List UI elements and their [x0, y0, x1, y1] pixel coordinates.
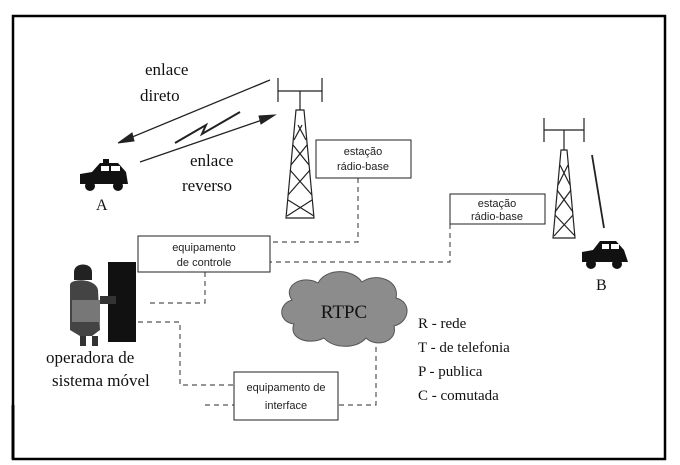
- mobile-equipment-box: [137, 235, 271, 273]
- interface-equipment-line2: interface: [265, 400, 307, 412]
- acronym-legend: R - rede T - de telefonia P - publica C …: [418, 316, 510, 404]
- legend-item-p: P - publica: [418, 364, 483, 380]
- reverse-link-label-2: reverso: [182, 176, 232, 195]
- car-b-icon: [582, 241, 628, 269]
- interface-equipment-box: [233, 371, 339, 421]
- legend-item-t: T - de telefonia: [418, 340, 510, 356]
- radio-base-b-line2: rádio-base: [471, 211, 523, 223]
- interface-equipment-line1: equipamento de: [247, 382, 326, 394]
- mobile-equipment-line1: equipamento: [172, 242, 236, 254]
- lightning-bolt-icon: [174, 111, 241, 144]
- radio-base-b-box: [449, 193, 546, 225]
- operator-label-2: sistema móvel: [52, 371, 150, 390]
- car-a-icon: [80, 159, 128, 191]
- reverse-link-arrow: [139, 114, 277, 163]
- forward-link-label-2: direto: [140, 86, 180, 105]
- radio-base-a-line2: rádio-base: [337, 161, 389, 173]
- pstn-cloud-icon: [281, 271, 408, 347]
- tower-b-radio-link: [591, 154, 605, 229]
- operator-workstation-icon: [70, 262, 136, 346]
- pstn-cloud-label: RTPC: [321, 302, 367, 323]
- forward-link-arrow: [117, 79, 271, 144]
- tower-b-icon: [543, 118, 585, 239]
- radio-base-a-line1: estação: [344, 146, 383, 158]
- operator-label-1: operadora de: [46, 348, 134, 367]
- mobile-a-label: A: [96, 197, 108, 214]
- legend-item-c: C - comutada: [418, 388, 499, 404]
- radio-base-a-box: [315, 139, 412, 179]
- forward-link-label-1: enlace: [145, 60, 188, 79]
- legend-item-r: R - rede: [418, 316, 467, 332]
- dashed-connections: [138, 178, 451, 406]
- reverse-link-label-1: enlace: [190, 151, 233, 170]
- radio-base-b-line1: estação: [478, 198, 517, 210]
- tower-a-icon: [277, 78, 323, 219]
- mobile-equipment-line2: de controle: [177, 257, 231, 269]
- mobile-b-label: B: [596, 277, 607, 294]
